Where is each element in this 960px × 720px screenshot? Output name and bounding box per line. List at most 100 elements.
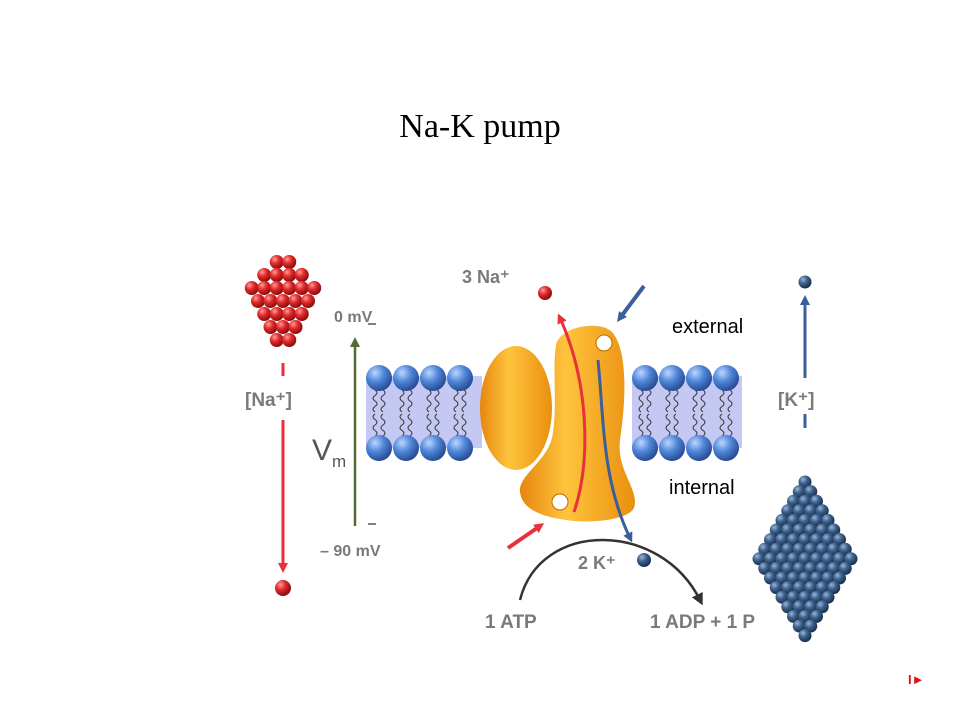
external-label: external xyxy=(672,316,743,338)
lipid-head xyxy=(686,365,712,391)
potassium-ion xyxy=(775,571,789,585)
sodium-ion xyxy=(269,268,284,282)
potassium-ion xyxy=(844,552,858,566)
sodium-ion xyxy=(294,268,309,282)
potassium-ion xyxy=(815,542,829,556)
lipid-tail xyxy=(426,413,432,437)
k-entry-arrow xyxy=(617,284,646,322)
sodium-ion xyxy=(282,333,297,347)
lipid-tail xyxy=(372,413,378,437)
potassium-ion xyxy=(804,542,818,556)
lipid-tail xyxy=(380,413,386,437)
potassium-ion xyxy=(821,571,835,585)
lipid-head xyxy=(713,365,739,391)
potassium-ion xyxy=(798,552,812,566)
lipid-tail xyxy=(665,413,671,437)
potassium-ion xyxy=(792,561,806,575)
potassium-ion xyxy=(764,571,777,585)
lipid-tail xyxy=(426,389,432,413)
potassium-ion xyxy=(804,600,818,614)
potassium-ion xyxy=(781,561,795,575)
lipid-head xyxy=(420,365,446,391)
lipid-tail xyxy=(692,413,698,437)
lipid-tail xyxy=(399,413,405,437)
potassium-ion xyxy=(833,552,846,566)
potassium-ion xyxy=(764,552,777,566)
potassium-ion xyxy=(815,600,829,614)
lipid-tail xyxy=(453,413,459,437)
potassium-ion xyxy=(815,581,829,595)
lipid-tails xyxy=(372,389,733,437)
lipid-tail xyxy=(646,413,652,437)
potassium-ion xyxy=(775,552,789,566)
potassium-ion xyxy=(764,533,777,547)
next-slide-button[interactable]: I► xyxy=(908,672,925,687)
potassium-ion xyxy=(792,504,806,518)
lipid-tail xyxy=(461,389,467,413)
sodium-ion xyxy=(257,281,272,295)
lipid-head xyxy=(393,435,419,461)
two-k-label: 2 K⁺ xyxy=(578,553,616,573)
potassium-ion xyxy=(810,590,823,604)
potassium-ion xyxy=(769,542,783,556)
potassium-ion xyxy=(787,513,800,527)
lipid-head xyxy=(632,435,658,461)
potassium-ion xyxy=(838,542,852,556)
lipid-tail xyxy=(727,413,733,437)
potassium-ion xyxy=(781,504,795,518)
potassium-ion-cluster xyxy=(752,475,858,643)
potassium-ion xyxy=(810,552,823,566)
lipid-tail xyxy=(727,389,733,413)
potassium-ion xyxy=(798,571,812,585)
potassium-ion xyxy=(827,523,841,537)
sodium-ion xyxy=(301,294,315,308)
potassium-ion xyxy=(838,561,852,575)
sodium-ion xyxy=(294,307,309,321)
k-concentration-label: [K⁺] xyxy=(778,390,814,411)
sodium-ion xyxy=(282,255,297,269)
potassium-ion xyxy=(821,533,835,547)
potassium-ion xyxy=(815,523,829,537)
potassium-ion xyxy=(804,581,818,595)
lipid-head xyxy=(686,435,712,461)
potassium-ion xyxy=(787,571,800,585)
potassium-ion xyxy=(827,542,841,556)
potassium-ion xyxy=(815,504,829,518)
single-sodium-ion xyxy=(275,580,291,596)
slide-title: Na-K pump xyxy=(399,108,561,145)
lipid-head xyxy=(659,435,685,461)
lipid-tail xyxy=(434,413,440,437)
atp-label: 1 ATP xyxy=(485,612,537,633)
adp-label: 1 ADP + 1 P xyxy=(650,612,755,633)
lipid-tail xyxy=(407,389,413,413)
lipid-tail xyxy=(673,389,679,413)
potassium-ion xyxy=(810,494,823,508)
na-concentration-label: [Na⁺] xyxy=(245,390,292,411)
sodium-ion xyxy=(269,333,284,347)
sodium-ion xyxy=(276,294,290,308)
potassium-ion xyxy=(798,629,812,643)
carrier-protein xyxy=(480,346,552,470)
sodium-ion xyxy=(269,255,284,269)
potassium-ion xyxy=(752,552,766,566)
lipid-tail xyxy=(700,389,706,413)
k-influx-arrow xyxy=(596,359,633,543)
potassium-ion xyxy=(810,571,823,585)
potassium-ion xyxy=(792,485,806,499)
lipid-tail xyxy=(665,389,671,413)
lipid-tail xyxy=(638,413,644,437)
sodium-ion xyxy=(244,281,259,295)
potassium-ion xyxy=(758,542,772,556)
potassium-ion xyxy=(804,485,818,499)
potassium-ion xyxy=(798,513,812,527)
potassium-ion xyxy=(821,552,835,566)
potassium-ion xyxy=(792,600,806,614)
sodium-ion xyxy=(257,307,272,321)
na-k-pump-protein xyxy=(519,325,635,522)
potassium-ion xyxy=(781,581,795,595)
three-na-label: 3 Na⁺ xyxy=(462,267,510,287)
potassium-ion xyxy=(775,590,789,604)
lipid-head xyxy=(632,365,658,391)
sodium-ion-cluster xyxy=(244,255,322,347)
potassium-ion xyxy=(833,533,846,547)
